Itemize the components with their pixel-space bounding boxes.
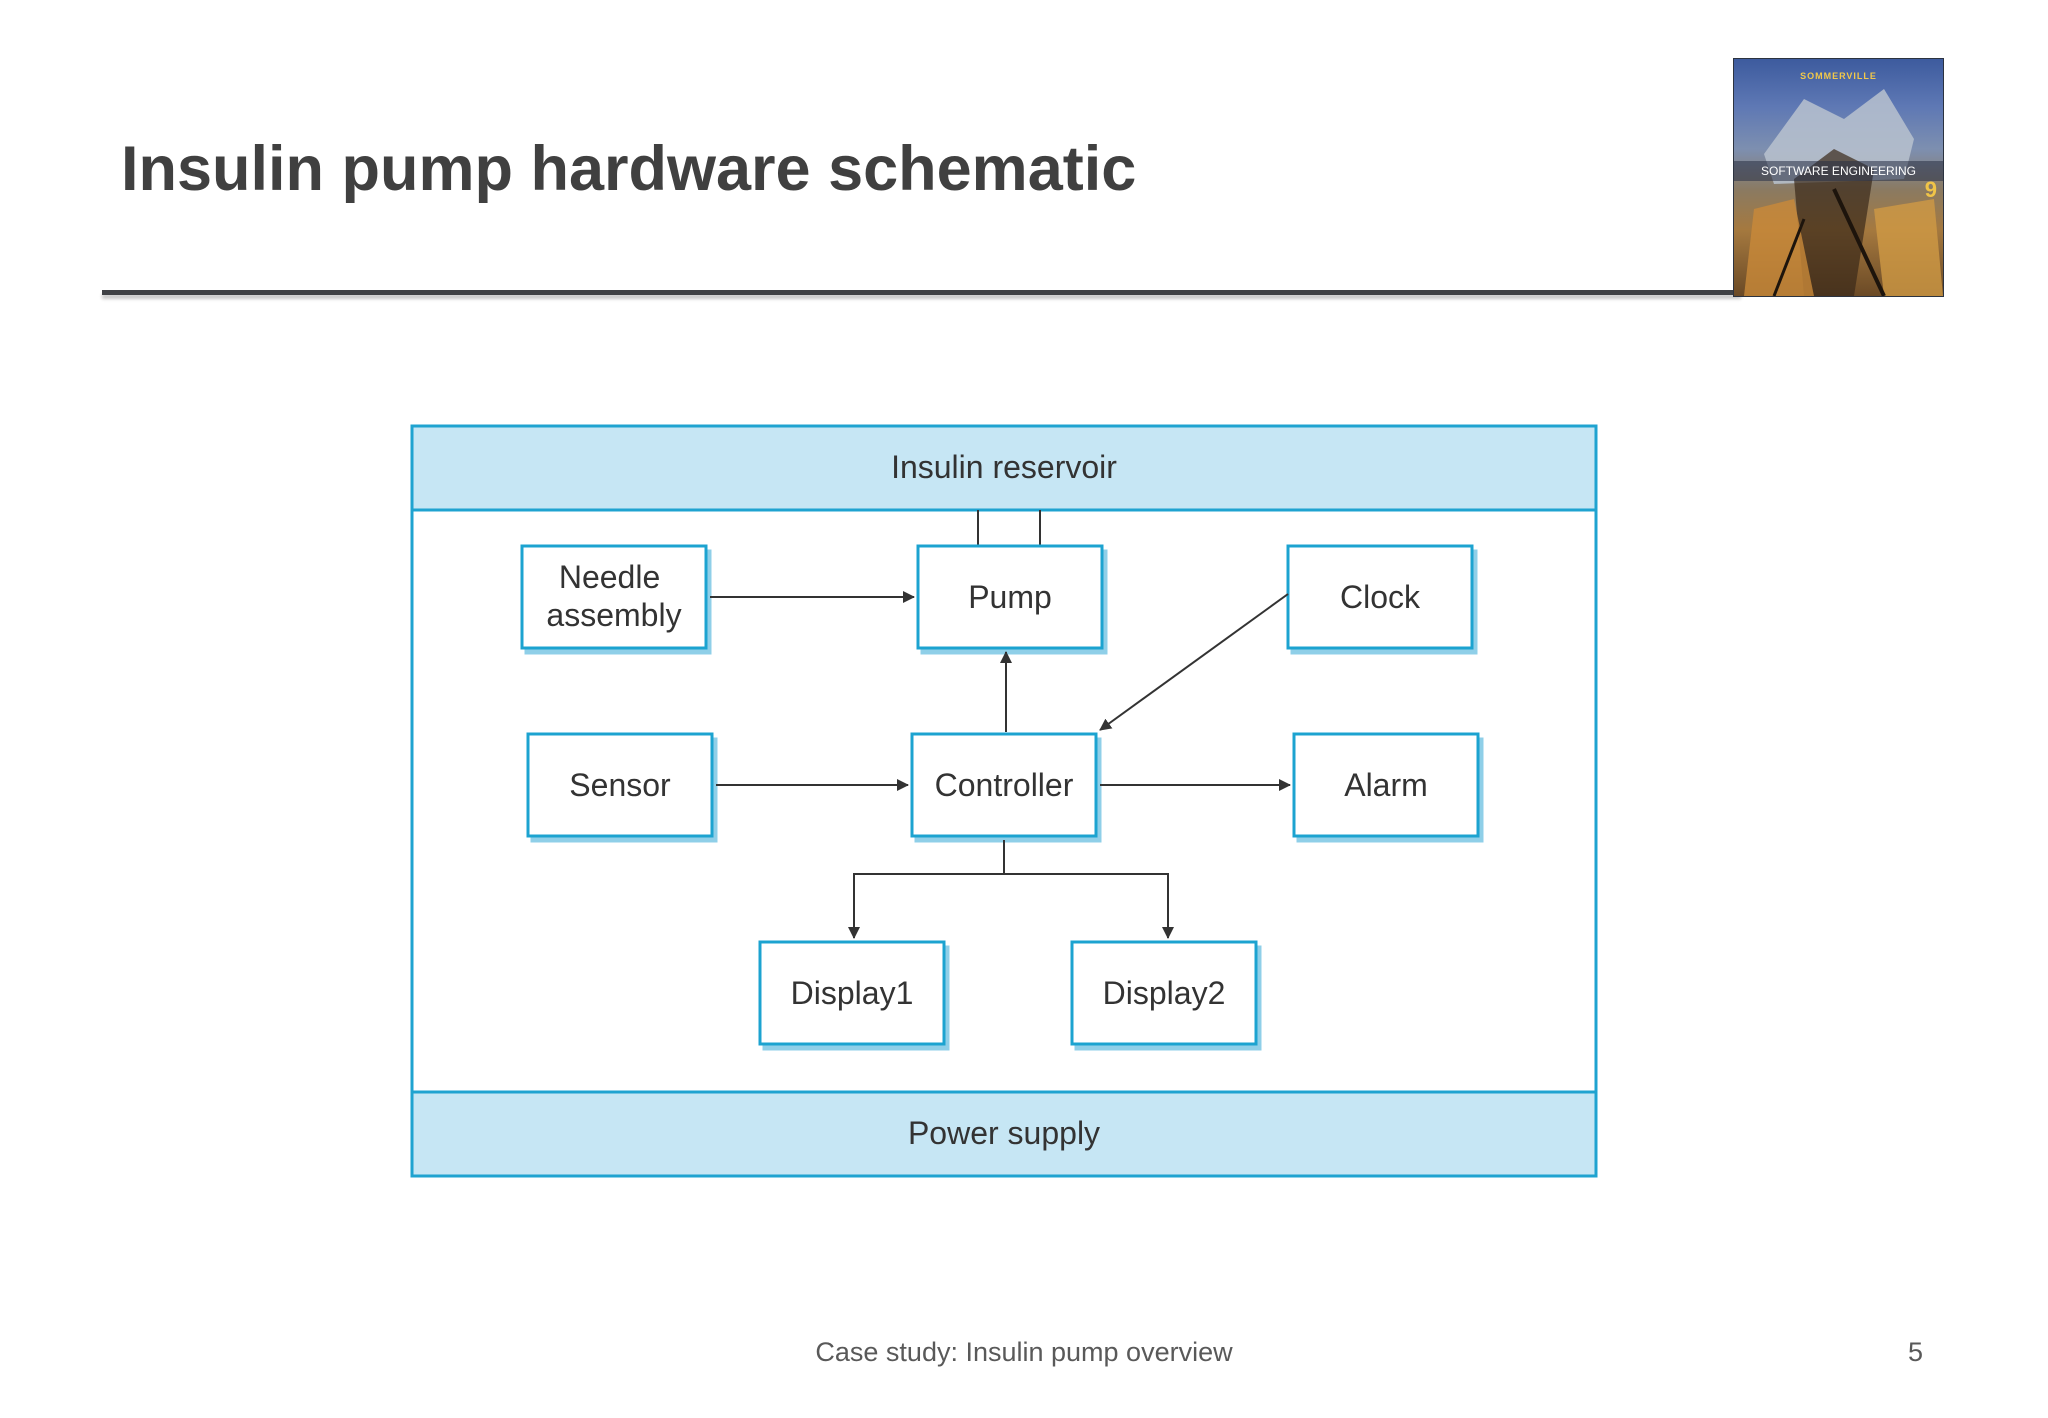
book-cover-artwork (1744, 89, 1943, 296)
sensor-box: Sensor (526, 732, 714, 838)
page-number: 5 (1908, 1337, 1924, 1367)
needle-assembly-label: Needle assembly (546, 559, 681, 633)
slide-footer: Case study: Insulin pump overview (815, 1337, 1233, 1367)
book-cover-image: SOMMERVILLE SOFTWARE ENGINEERING 9 (1734, 59, 1943, 296)
insulin-reservoir-bar (410, 424, 1598, 512)
book-edition: 9 (1924, 177, 1937, 202)
sensor-label: Sensor (569, 767, 671, 803)
power-supply-label: Power supply (908, 1115, 1100, 1151)
clock-label: Clock (1340, 579, 1421, 615)
insulin-reservoir-label: Insulin reservoir (891, 449, 1117, 485)
display1-label: Display1 (791, 975, 914, 1011)
clock-to-controller-arrow (1099, 593, 1289, 731)
pump-box: Pump (916, 544, 1104, 650)
title-divider (102, 290, 1741, 295)
needle-assembly-box: Needle assembly (520, 544, 708, 650)
book-title: SOFTWARE ENGINEERING (1734, 161, 1943, 181)
controller-to-display2-arrow (1004, 873, 1174, 939)
display2-label: Display2 (1103, 975, 1226, 1011)
controller-to-display1-arrow (848, 840, 1005, 939)
needle-assembly-label-line: assembly (546, 597, 681, 633)
controller-label: Controller (935, 767, 1074, 803)
hardware-schematic-diagram: Insulin reservoir Power supply Needle as… (410, 424, 1598, 1178)
alarm-label: Alarm (1344, 767, 1428, 803)
slide-title: Insulin pump hardware schematic (121, 134, 1137, 204)
controller-box: Controller (910, 732, 1098, 838)
display2-box: Display2 (1070, 940, 1258, 1046)
book-author: SOMMERVILLE (1800, 71, 1877, 81)
power-supply-bar (410, 1090, 1598, 1178)
pump-label: Pump (968, 579, 1052, 615)
alarm-box: Alarm (1292, 732, 1480, 838)
clock-box: Clock (1286, 544, 1474, 650)
display1-box: Display1 (758, 940, 946, 1046)
